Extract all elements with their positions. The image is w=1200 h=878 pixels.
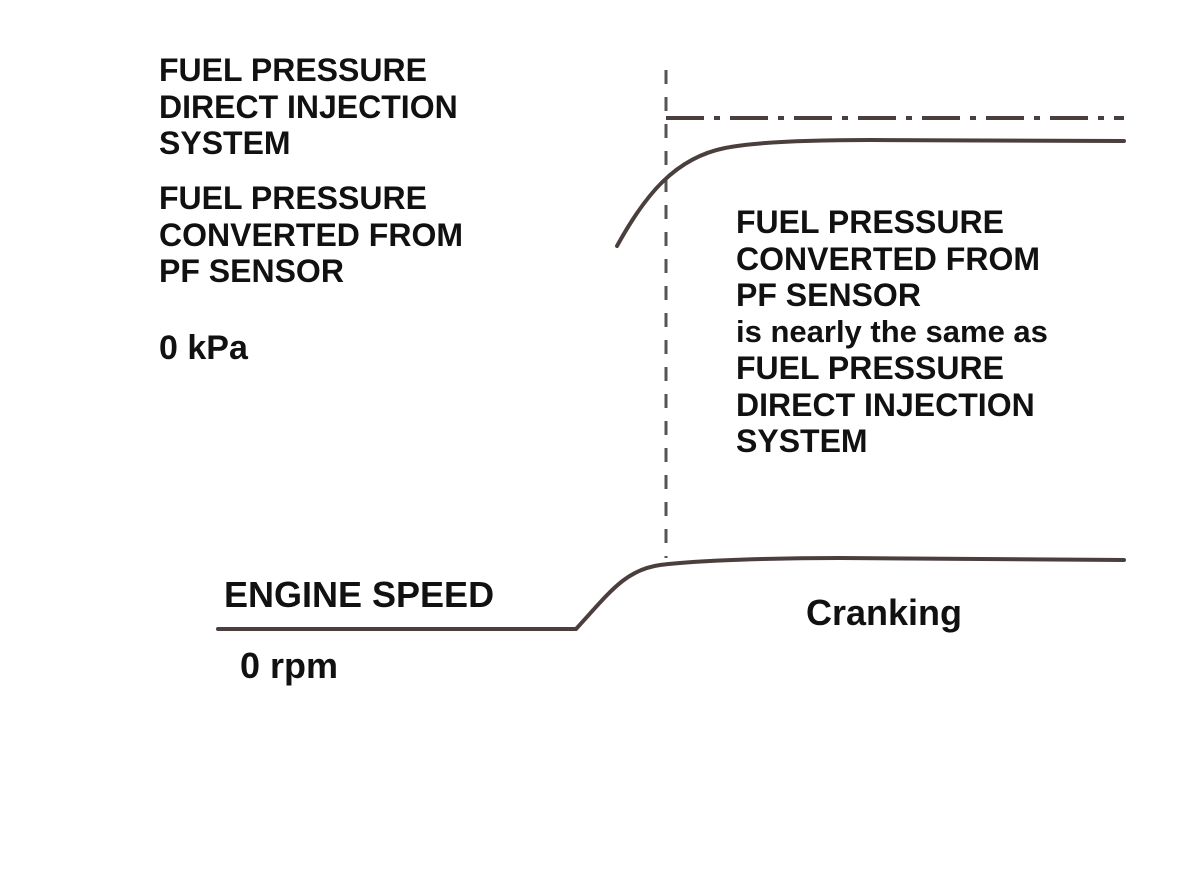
- zero-rpm-label: 0 rpm: [240, 645, 339, 686]
- fuel-pressure-direct-injection-label: FUEL PRESSURE DIRECT INJECTION SYSTEM: [159, 52, 458, 161]
- engine-speed-label: ENGINE SPEED: [224, 574, 495, 615]
- pf-sensor-pressure-curve: [615, 137, 1126, 248]
- cranking-label: Cranking: [806, 592, 963, 633]
- pressure-comparison-note: FUEL PRESSURE CONVERTED FROM PF SENSOR i…: [736, 204, 1048, 459]
- zero-kpa-label: 0 kPa: [159, 329, 248, 367]
- engine-speed-curve: [216, 555, 1126, 631]
- fuel-pressure-pf-sensor-label: FUEL PRESSURE CONVERTED FROM PF SENSOR: [159, 180, 463, 289]
